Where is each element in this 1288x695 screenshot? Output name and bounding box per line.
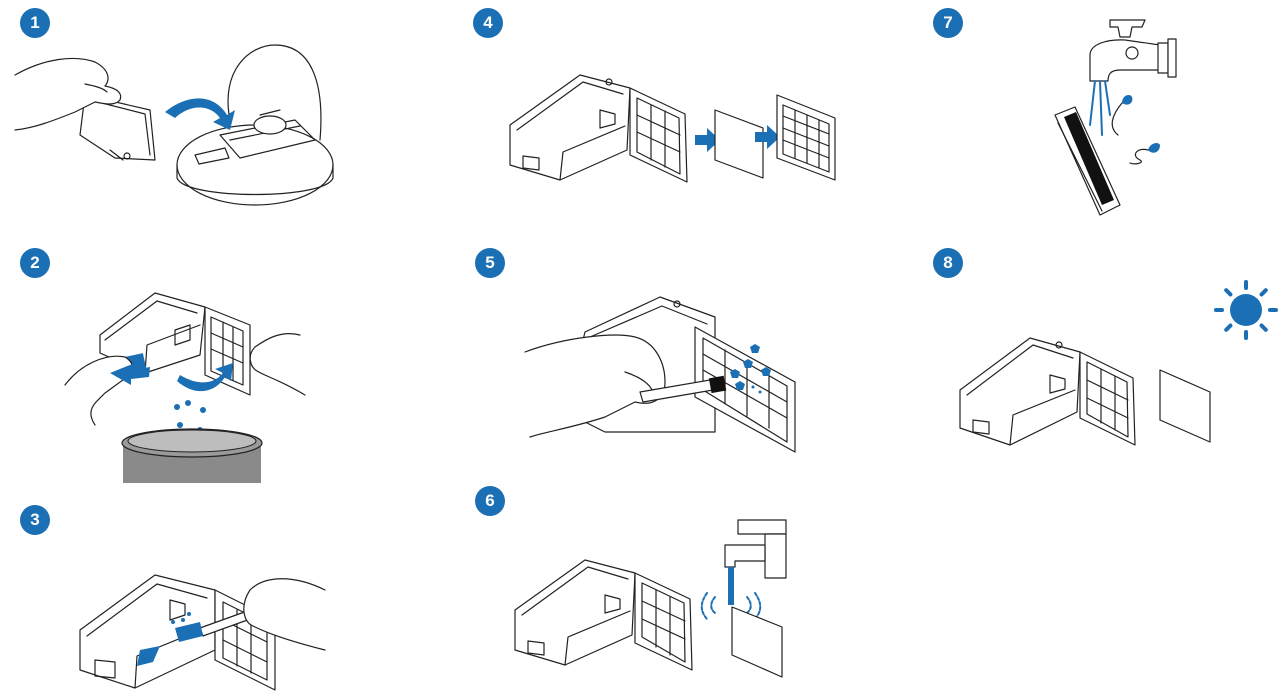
dustbin-icon bbox=[99, 292, 206, 374]
arrow-icon bbox=[755, 125, 780, 149]
arrow-icon bbox=[695, 128, 720, 152]
water-stream bbox=[1089, 80, 1111, 136]
arrow-icon bbox=[165, 98, 235, 130]
faucet-icon bbox=[1089, 19, 1177, 82]
robot-lid bbox=[227, 44, 322, 141]
brush-icon bbox=[175, 609, 254, 642]
dustbin-icon bbox=[509, 74, 631, 181]
step-3-illustration bbox=[79, 574, 326, 691]
step-4-illustration bbox=[509, 74, 836, 183]
trash-can-icon bbox=[121, 428, 263, 483]
filter-icon bbox=[694, 326, 796, 453]
dustbin-icon bbox=[79, 94, 156, 161]
debris bbox=[730, 344, 771, 394]
filter-icon bbox=[776, 94, 836, 181]
debris bbox=[171, 612, 191, 634]
sun-icon bbox=[1214, 280, 1278, 340]
step-8-badge: 8 bbox=[933, 248, 963, 278]
dustbin-icon bbox=[959, 337, 1081, 446]
hand-icon bbox=[243, 578, 326, 651]
step-2-illustration bbox=[64, 292, 306, 483]
hand-icon bbox=[14, 57, 122, 131]
step-1-illustration bbox=[14, 44, 334, 206]
step-2-badge: 2 bbox=[20, 248, 50, 278]
sponge-filter bbox=[1159, 369, 1211, 443]
step-6-illustration bbox=[514, 519, 787, 678]
water-stream bbox=[728, 567, 734, 605]
step-3-badge: 3 bbox=[20, 505, 50, 535]
step-6-badge: 6 bbox=[475, 486, 505, 516]
step-1-badge: 1 bbox=[20, 8, 50, 38]
sponge-filter bbox=[731, 606, 783, 678]
filter-icon bbox=[634, 572, 693, 671]
faucet-icon bbox=[724, 519, 787, 579]
arrow-icon bbox=[177, 363, 233, 392]
filter-icon bbox=[629, 87, 688, 183]
filter-icon bbox=[204, 306, 251, 396]
filter-icon bbox=[1054, 106, 1121, 216]
brush-icon bbox=[639, 375, 727, 403]
step-5-badge: 5 bbox=[475, 248, 505, 278]
robot-vacuum-icon bbox=[176, 109, 334, 206]
water-drop-icon bbox=[1111, 95, 1160, 165]
step-8-illustration bbox=[959, 337, 1211, 446]
step-7-illustration bbox=[1054, 19, 1177, 216]
step-4-badge: 4 bbox=[473, 8, 503, 38]
sponge-filter bbox=[714, 109, 764, 179]
step-7-badge: 7 bbox=[933, 8, 963, 38]
arrow-icon bbox=[110, 363, 150, 385]
step-5-illustration bbox=[524, 296, 796, 453]
filter-icon bbox=[1079, 351, 1136, 446]
dustbin-icon bbox=[514, 559, 636, 666]
